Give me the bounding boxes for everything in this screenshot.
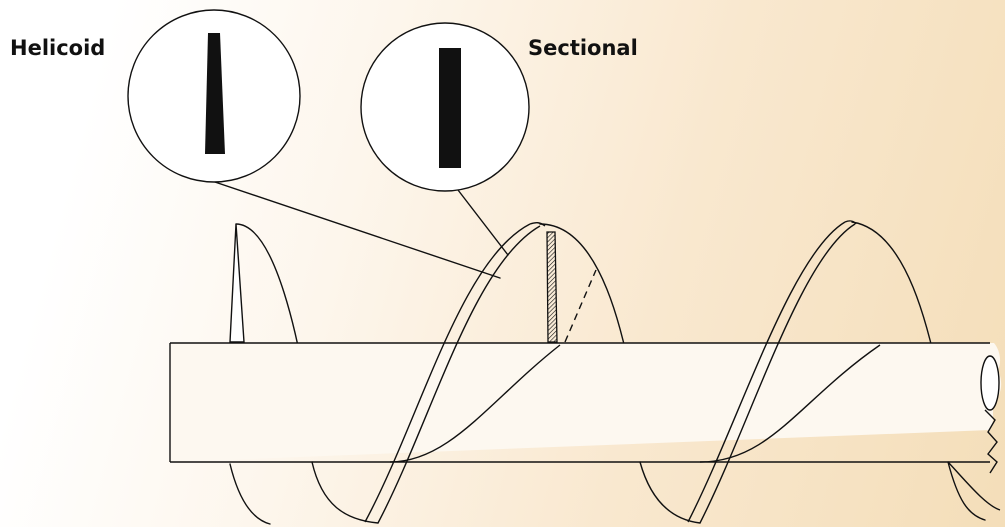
sectional-label: Sectional (528, 36, 638, 60)
sectional-profile (439, 48, 461, 168)
helicoid-leader-line (202, 177, 501, 279)
flight-1-back-lower (311, 461, 379, 524)
flight-right-tail (947, 461, 1001, 511)
flight-1-front-lower (229, 463, 271, 525)
sectional-leader-line (457, 189, 509, 256)
shaft-end (980, 355, 1000, 411)
sectional-blade (546, 231, 597, 343)
shaft (169, 342, 1002, 474)
flight-2-front (364, 221, 546, 524)
shaft-broken-edge (984, 409, 998, 474)
helicoid-label: Helicoid (10, 36, 106, 60)
flight-3-front (687, 220, 857, 524)
helicoid-profile (205, 33, 225, 154)
shaft-helix-2 (699, 344, 881, 463)
flight-1-front (229, 223, 245, 343)
flight-2-back-lower (639, 461, 701, 524)
sectional-blade-dashed (564, 269, 597, 343)
shaft-helix-1 (389, 344, 561, 463)
flight-3-back-lower (947, 461, 986, 521)
